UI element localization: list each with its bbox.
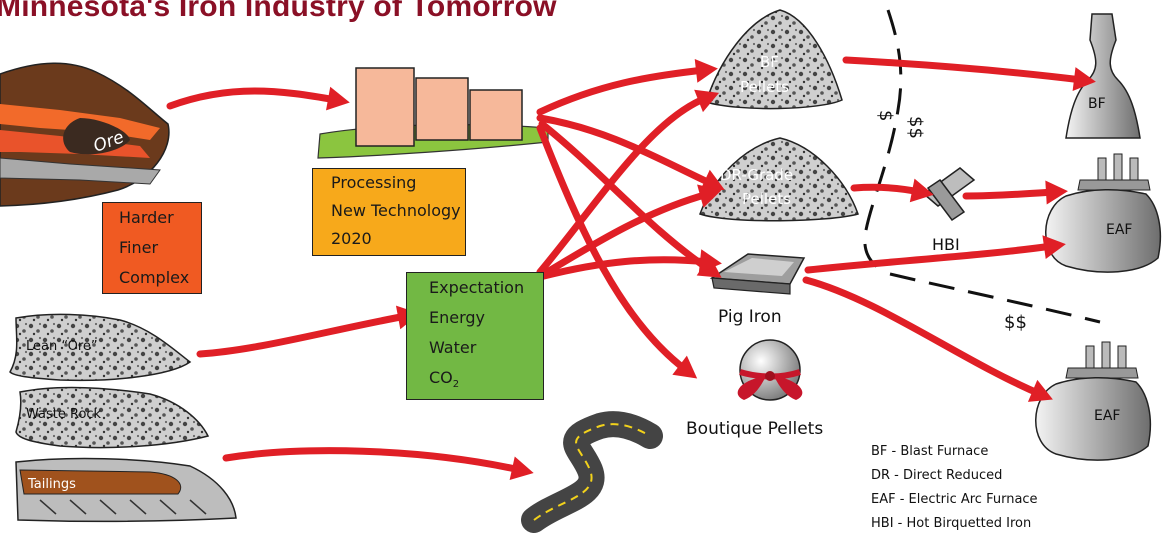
legend-item-hbi: HBI - Hot Birquetted Iron xyxy=(871,516,1032,531)
arrow-processing-to-pig-iron xyxy=(538,120,714,274)
tailings-pile xyxy=(15,457,237,523)
arrow-hbi-to-eaf xyxy=(962,188,1058,200)
cost-label-3: $$ xyxy=(1004,312,1027,333)
legend-item-eaf: EAF - Electric Arc Furnace xyxy=(871,492,1038,507)
expectation-line-2: Energy xyxy=(429,308,486,327)
arrow-processing-to-bf-pellets-head xyxy=(694,58,718,83)
tailings-label: Tailings xyxy=(27,477,76,492)
dr-pellets-label-2: Pellets xyxy=(742,190,791,208)
co2-subscript: 2 xyxy=(452,379,460,391)
arrow-expect-to-pig-iron-head xyxy=(698,249,722,274)
arrow-expect-to-bf-pellets xyxy=(536,94,710,276)
arrow-dr-pellets-to-hbi xyxy=(850,183,924,196)
arrow-pig-iron-to-eaf-bottom xyxy=(802,276,1044,398)
bf-pellets-pile xyxy=(705,9,843,110)
dr-pellets-label-1: DR-Grade xyxy=(720,166,793,184)
arrow-ore-to-processing-head xyxy=(326,86,350,111)
eaf-bottom-label: EAF xyxy=(1094,408,1120,424)
arrow-ore-to-processing xyxy=(166,87,340,110)
arrow-processing-to-bf-pellets xyxy=(536,66,708,116)
pig-iron-label: Pig Iron xyxy=(718,307,782,327)
bf-pellets-label-1: BF xyxy=(760,53,779,71)
ore-property-3: Complex xyxy=(119,268,190,287)
processing-line-3: 2020 xyxy=(331,229,372,248)
arrow-tailings-to-road xyxy=(222,447,524,474)
waste-rock-pile xyxy=(15,386,210,449)
arrow-processing-to-dr-pellets-head xyxy=(699,169,725,192)
legend-item-bf: BF - Blast Furnace xyxy=(871,444,989,459)
ore-properties-box: Harder Finer Complex xyxy=(102,202,202,294)
arrow-expect-to-dr-pellets-head xyxy=(697,184,722,208)
hbi-label: HBI xyxy=(932,235,960,254)
eaf-bottom-icon xyxy=(1035,341,1152,461)
cost-label-2: $$ xyxy=(905,116,926,139)
abbreviation-legend: BF - Blast Furnace DR - Direct Reduced E… xyxy=(871,440,1038,536)
lean-ore-label: Lean “Ore” xyxy=(26,339,98,354)
expectation-box: Expectation Energy Water CO2 xyxy=(406,272,544,400)
blast-furnace-icon xyxy=(1065,13,1141,139)
arrow-processing-to-dr-pellets xyxy=(536,114,716,188)
legend-item-dr: DR - Direct Reduced xyxy=(871,468,1003,483)
boutique-pellet-ball xyxy=(737,339,803,401)
dr-pellets-pile xyxy=(699,137,859,222)
arrow-processing-to-boutique-head xyxy=(672,355,698,379)
co2-base: CO xyxy=(429,368,453,387)
arrow-pig-iron-to-eaf-bottom-head xyxy=(1027,379,1053,402)
road-icon xyxy=(521,411,663,533)
ore-outcrop xyxy=(0,62,170,207)
arrow-lean-ore-to-expect xyxy=(196,312,410,358)
expectation-line-1: Expectation xyxy=(429,278,525,297)
arrow-processing-to-boutique xyxy=(536,124,690,374)
arrow-expect-to-pig-iron xyxy=(540,256,712,280)
bf-label: BF xyxy=(1088,96,1106,112)
page-title: Minnesota's Iron Industry of Tomorrow xyxy=(0,0,557,23)
waste-rock-label: Waste Rock xyxy=(26,407,102,422)
boutique-pellets-label: Boutique Pellets xyxy=(686,419,823,439)
eaf-top-label: EAF xyxy=(1106,222,1132,238)
expectation-line-3: Water xyxy=(429,338,477,357)
hbi-briquette-icon xyxy=(922,167,976,222)
arrow-hbi-to-eaf-head xyxy=(1045,180,1068,205)
cost-boundary-line xyxy=(863,9,1101,324)
pig-iron-ingot xyxy=(709,253,806,295)
cost-label-1: $ xyxy=(875,110,896,121)
arrow-pig-iron-to-eaf-top xyxy=(804,242,1056,274)
ore-property-1: Harder xyxy=(119,208,174,227)
processing-line-1: Processing xyxy=(331,173,417,192)
bf-pellets-label-2: Pellets xyxy=(740,78,789,96)
processing-line-2: New Technology xyxy=(331,201,461,220)
arrow-pig-iron-to-eaf-top-head xyxy=(1042,235,1066,259)
processing-box: Processing New Technology 2020 xyxy=(312,168,466,256)
arrow-bf-pellets-to-bf-head xyxy=(1072,67,1096,91)
arrow-dr-pellets-to-hbi-head xyxy=(909,178,934,203)
flow-arrows xyxy=(166,56,1096,481)
eaf-top-icon xyxy=(1045,153,1162,273)
lean-ore-pile xyxy=(9,313,192,382)
arrow-tailings-to-road-head xyxy=(509,456,534,481)
arrow-expect-to-bf-pellets-head xyxy=(694,89,720,113)
processing-plant xyxy=(317,67,549,159)
arrow-bf-pellets-to-bf xyxy=(842,56,1086,84)
expectation-line-4: CO2 xyxy=(429,363,543,400)
ore-property-2: Finer xyxy=(119,238,159,257)
arrow-expect-to-dr-pellets xyxy=(540,190,712,278)
